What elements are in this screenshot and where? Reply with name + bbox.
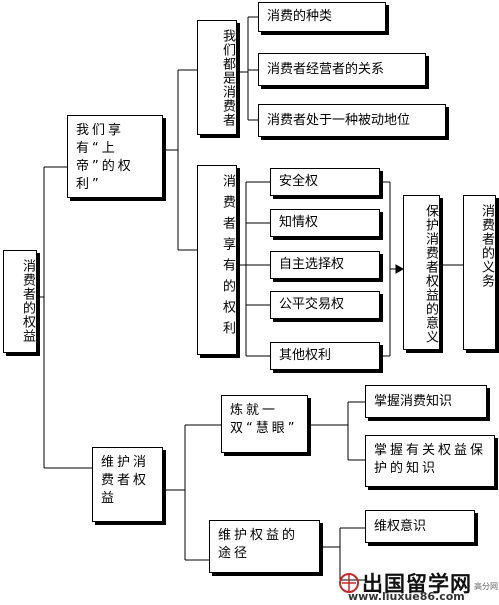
god-rights-label: 我们享有“上帝”的权利” [76,123,134,192]
watermark-url: www.liuxue86.com [348,590,465,603]
right-know-node: 知情权 [270,209,380,237]
consumers-enjoy-rights-label: 消费者享有的权利 [220,174,235,342]
right-choice-node: 自主选择权 [270,251,380,279]
grasp-consumer-knowledge-label: 掌握消费知识 [374,393,453,409]
consumer-duty-node: 消费者的义务 [463,195,496,350]
right-other-label: 其他权利 [279,348,332,363]
ways-to-maintain-node: 维护权益的途径 [209,520,320,573]
watermark-logo: 出国留学网 高分网 www.liuxue86.com [334,568,499,605]
consumer-operator-relation-label: 消费者经营者的关系 [267,61,385,77]
grasp-protection-knowledge-node: 掌握有关权益保护的知识 [365,435,495,487]
consumer-operator-relation-node: 消费者经营者的关系 [258,53,426,86]
consumers-enjoy-rights-node: 消费者享有的权利 [197,165,237,355]
god-rights-node: 我们享有“上帝”的权利” [67,115,163,198]
right-fair-node: 公平交易权 [270,291,380,319]
root-node: 消费者的权益 [3,250,37,353]
ways-to-maintain-label: 维护权益的途径 [218,528,299,561]
maintain-rights-node: 维护消费者权益 [92,447,163,522]
maintain-rights-label: 维护消费者权益 [101,455,150,506]
watermark-sub: 高分网 [474,582,498,591]
we-are-consumers-node: 我们都是消费者 [197,20,237,135]
consumer-duty-label: 消费者的义务 [479,204,494,288]
rights-awareness-node: 维权意识 [365,510,475,543]
grasp-consumer-knowledge-node: 掌握消费知识 [365,385,487,418]
right-safety-label: 安全权 [279,174,319,189]
right-fair-label: 公平交易权 [279,297,345,312]
discerning-eye-label: 炼就一双“慧眼” [230,403,298,436]
grasp-protection-knowledge-label: 掌握有关权益保护的知识 [374,443,487,476]
right-safety-node: 安全权 [270,168,380,196]
passive-position-node: 消费者处于一种被动地位 [258,104,446,137]
we-are-consumers-label: 我们都是消费者 [220,29,235,127]
passive-position-label: 消费者处于一种被动地位 [267,112,411,128]
discerning-eye-node: 炼就一双“慧眼” [221,395,308,453]
protect-meaning-node: 保护消费者权益的意义 [403,195,440,350]
protect-meaning-label: 保护消费者权益的意义 [423,204,438,344]
consumption-types-label: 消费的种类 [267,9,333,24]
consumption-types-node: 消费的种类 [258,2,386,32]
globe-icon [339,573,359,593]
right-know-label: 知情权 [279,215,319,230]
root-label: 消费者的权益 [20,259,35,343]
watermark-name: 出国留学网 [362,572,472,596]
right-other-node: 其他权利 [270,342,380,370]
right-choice-label: 自主选择权 [279,257,345,272]
rights-awareness-label: 维权意识 [374,518,427,534]
